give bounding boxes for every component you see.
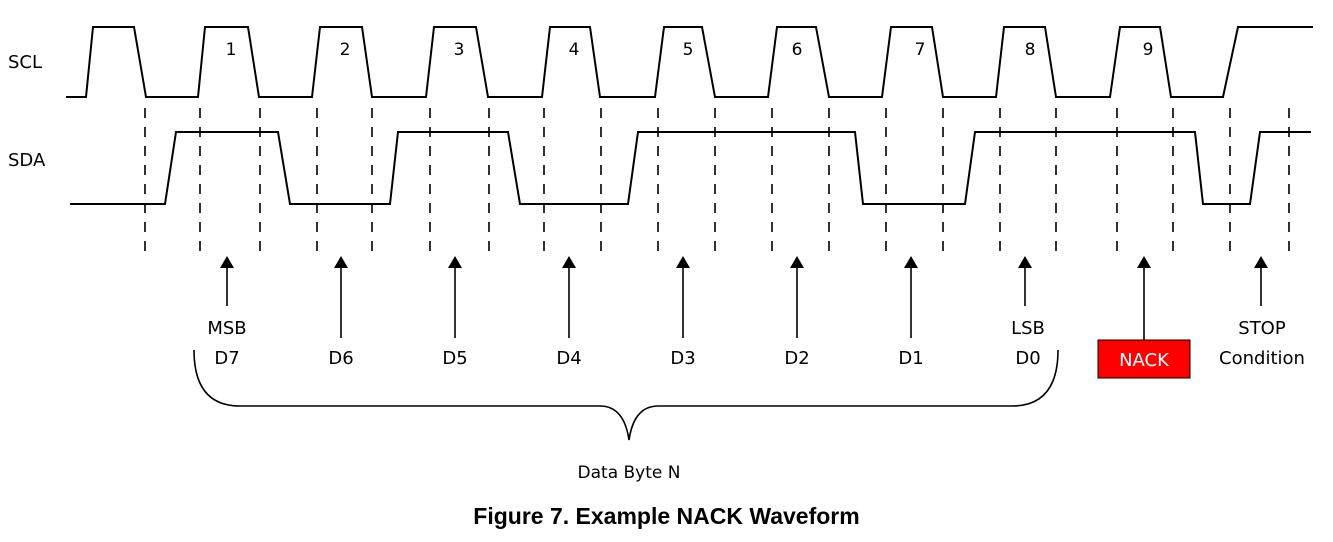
bit-label-d4: D4 bbox=[556, 348, 581, 369]
sda-label: SDA bbox=[8, 150, 46, 171]
bit-label-d2: D2 bbox=[784, 348, 809, 369]
nack-box: NACK bbox=[1097, 339, 1191, 379]
msb-label: MSB bbox=[207, 318, 246, 339]
bit-label-d0: D0 bbox=[1015, 348, 1040, 369]
pulse-number: 1 bbox=[226, 40, 237, 60]
bit-labels: MSB D7 D6 D5 D4 D3 D2 D1 LSB D0 bbox=[207, 318, 1045, 369]
bit-label-d6: D6 bbox=[328, 348, 353, 369]
pulse-number: 8 bbox=[1025, 40, 1036, 60]
lsb-label: LSB bbox=[1011, 318, 1045, 339]
pulse-number: 4 bbox=[569, 40, 580, 60]
sample-guide-lines bbox=[144, 108, 1290, 260]
sample-arrows bbox=[220, 256, 1268, 342]
scl-waveform bbox=[66, 26, 1313, 98]
stop-label: STOP bbox=[1238, 318, 1286, 339]
pulse-number: 6 bbox=[792, 40, 803, 60]
bit-label-d1: D1 bbox=[898, 348, 923, 369]
scl-label: SCL bbox=[8, 52, 42, 73]
bit-label-d7: D7 bbox=[214, 348, 239, 369]
figure-caption: Figure 7. Example NACK Waveform bbox=[473, 503, 860, 529]
nack-waveform-diagram: SCL SDA 1 2 3 4 5 6 7 8 9 bbox=[8, 26, 1313, 483]
data-byte-label: Data Byte N bbox=[578, 463, 681, 483]
pulse-number: 9 bbox=[1143, 40, 1154, 60]
pulse-number: 2 bbox=[340, 40, 351, 60]
pulse-number: 5 bbox=[683, 40, 694, 60]
bit-label-d5: D5 bbox=[442, 348, 467, 369]
nack-label: NACK bbox=[1119, 350, 1170, 371]
pulse-number: 3 bbox=[454, 40, 465, 60]
clock-pulse-numbers: 1 2 3 4 5 6 7 8 9 bbox=[226, 40, 1154, 60]
stop-condition-label: Condition bbox=[1219, 348, 1305, 369]
bit-label-d3: D3 bbox=[670, 348, 695, 369]
sda-waveform bbox=[70, 131, 1311, 205]
pulse-number: 7 bbox=[915, 40, 926, 60]
data-byte-brace bbox=[193, 349, 1059, 441]
